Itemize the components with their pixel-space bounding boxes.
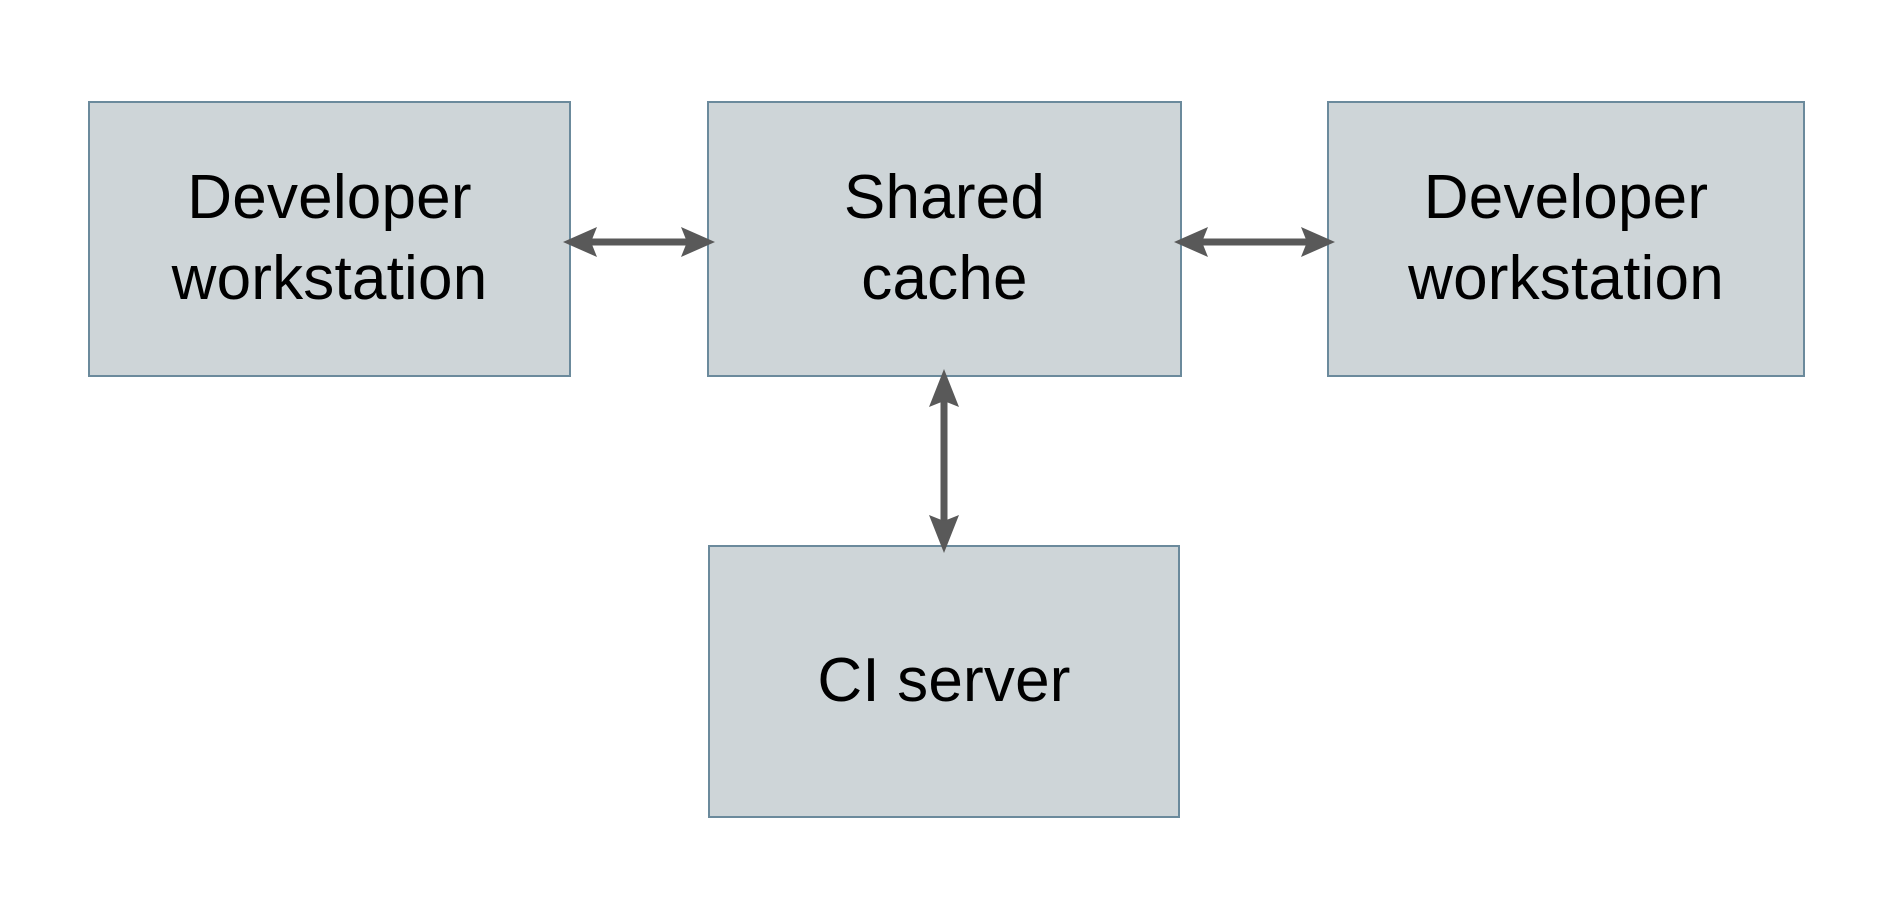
node-developer-workstation-left[interactable]: Developer workstation [88, 101, 571, 377]
node-label-developer-workstation-right: Developer workstation [1408, 163, 1724, 313]
edge-shared-cache-to-developer-workstation-right[interactable] [1174, 211, 1335, 273]
node-shared-cache[interactable]: Shared cache [707, 101, 1182, 377]
edge-shared-cache-to-ci-server[interactable] [913, 369, 975, 553]
node-developer-workstation-right[interactable]: Developer workstation [1327, 101, 1805, 377]
edge-developer-workstation-left-to-shared-cache[interactable] [563, 211, 715, 273]
node-label-shared-cache: Shared cache [843, 163, 1046, 313]
node-label-ci-server: CI server [817, 646, 1071, 716]
node-ci-server[interactable]: CI server [708, 545, 1180, 818]
node-label-developer-workstation-left: Developer workstation [171, 163, 488, 313]
